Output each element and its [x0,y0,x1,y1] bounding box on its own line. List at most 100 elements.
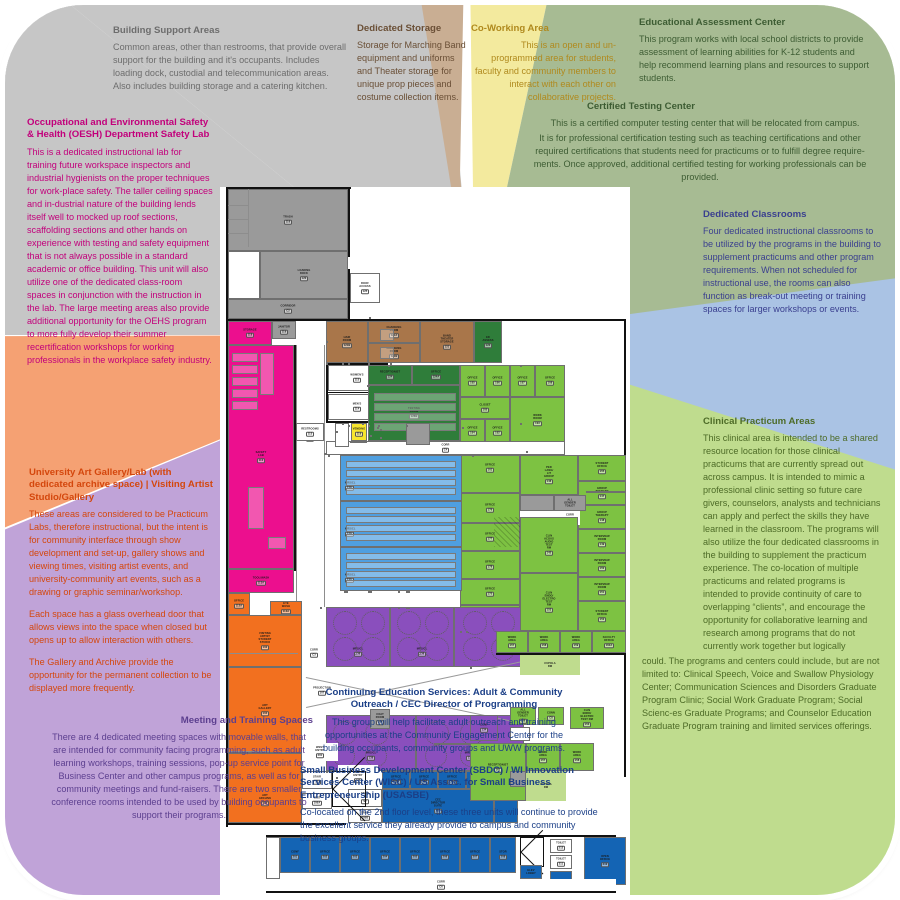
legend-certified-testing: Certified Testing Center This is a certi… [525,101,875,184]
legend-oesh-safety-lab: Occupational and Environmental Safety & … [27,117,213,367]
wall [266,835,616,837]
legend-co-working: Co-Working Area This is an open and un-p… [471,23,616,104]
legend-dedicated-classrooms: Dedicated Classrooms Four dedicated inst… [703,209,881,316]
legend-dedicated-storage: Dedicated Storage Storage for Marching B… [357,23,472,104]
corridor-c1: CORRC1 [296,345,324,645]
legend-continuing-education: Continuing Education Services: Adult & C… [313,687,575,755]
wedge-svg-overlay [5,5,895,895]
legend-body: Common areas, other than restrooms, that… [113,42,347,92]
wall [226,187,229,319]
wall [348,187,351,257]
legend-heading: University Art Gallery/Lab (with dedicat… [29,467,213,503]
legend-body: This group will help facilitate adult ou… [322,716,566,753]
legend-body: These areas are considered to be Practic… [29,509,208,598]
legend-art-gallery: University Art Gallery/Lab (with dedicat… [29,467,215,695]
legend-sbdc-wisc-usasbe: Small Business Development Center (SBDC)… [300,765,600,845]
wall-bottom-left [226,823,346,826]
legend-heading: Dedicated Classrooms [703,209,807,220]
legend-body: This is an open and un-programmed area f… [474,40,616,103]
room-dock-recess [228,251,260,299]
legend-body: There are 4 dedicated meeting spaces wit… [51,732,307,821]
legend-body: This clinical area is intended to be a s… [703,433,881,652]
wall [226,187,351,190]
legend-body: This is a certified computer testing cen… [550,118,860,129]
legend-clinical-practicum: Clinical Practicum Areas This clinical a… [703,416,881,653]
legend-educational-assessment: Educational Assessment Center This progr… [639,17,869,85]
legend-heading: Certified Testing Center [587,101,696,112]
wall-top [226,319,626,322]
legend-body: This is a dedicated instructional lab fo… [27,146,213,365]
legend-heading: Continuing Education Services: Adult & C… [325,687,563,711]
legend-body: It is for professional certification tes… [533,133,867,183]
program-color-wedges [5,5,895,895]
legend-heading: Educational Assessment Center [639,17,786,28]
legend-body: Storage for Marching Band equipment and … [357,40,466,103]
wall [348,269,351,319]
legend-meeting-training: Meeting and Training Spaces There are 4 … [45,715,313,822]
